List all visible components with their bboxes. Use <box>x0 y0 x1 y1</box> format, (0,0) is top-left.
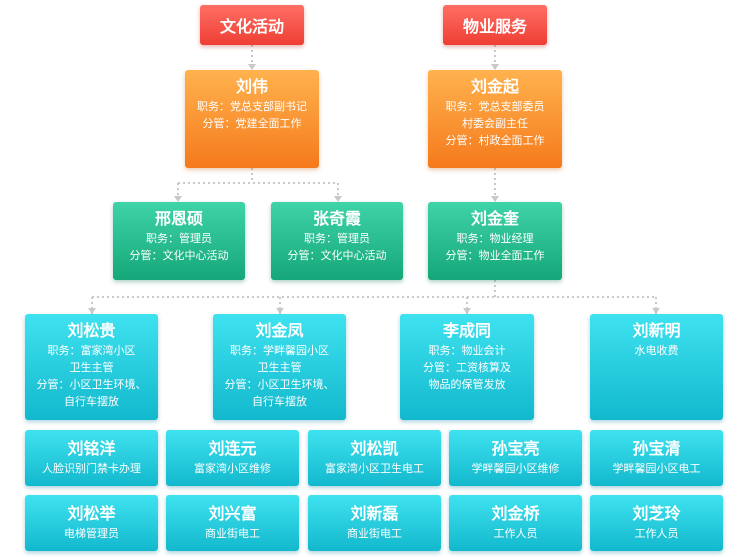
org-node-liu-jinqiao: 刘金桥 工作人员 <box>449 495 582 551</box>
org-node-liu-lianyuan: 刘连元 富家湾小区维修 <box>166 430 299 486</box>
person-name: 张奇霞 <box>312 209 361 228</box>
org-node-sun-baoliang: 孙宝亮 学畔馨园小区维修 <box>449 430 582 486</box>
detail-line: 分管：小区卫生环境、 <box>224 378 335 391</box>
org-node-liu-songgui: 刘松贵 职务：富家湾小区 卫生主管 分管：小区卫生环境、 自行车摆放 <box>25 314 158 420</box>
org-node-xing-enshuo: 邢恩硕 职务：管理员 分管：文化中心活动 <box>113 202 245 280</box>
detail-line: 自行车摆放 <box>64 395 119 408</box>
org-node-zhang-qixia: 张奇霞 职务：管理员 分管：文化中心活动 <box>271 202 403 280</box>
detail-line: 卫生主管 <box>69 361 114 374</box>
detail-line: 职务：富家湾小区 <box>47 344 136 357</box>
role-line: 工作人员 <box>493 527 538 540</box>
detail-line: 职务：学畔馨园小区 <box>230 344 329 357</box>
org-node-liu-zhiling: 刘芝玲 工作人员 <box>590 495 723 551</box>
detail-line: 职务：管理员 <box>146 232 212 245</box>
role-line: 电梯管理员 <box>64 527 119 540</box>
person-name: 刘松贵 <box>67 321 116 340</box>
person-name: 刘伟 <box>235 77 268 96</box>
person-name: 刘新磊 <box>350 504 399 523</box>
detail-line: 职务：物业会计 <box>428 344 506 357</box>
person-name: 孙宝清 <box>632 439 681 458</box>
detail-line: 分管：文化中心活动 <box>129 249 229 262</box>
role-line: 商业街电工 <box>347 527 402 540</box>
person-name: 刘松举 <box>67 504 116 523</box>
header-culture-activities: 文化活动 <box>200 5 304 45</box>
role-line: 商业街电工 <box>205 527 260 540</box>
person-name: 刘金凤 <box>255 321 304 340</box>
org-node-li-chengtong: 李成同 职务：物业会计 分管：工资核算及 物品的保管发放 <box>400 314 534 420</box>
detail-line: 分管：村政全面工作 <box>445 134 545 147</box>
header-property-services: 物业服务 <box>443 5 547 45</box>
detail-line: 职务：物业经理 <box>456 232 534 245</box>
person-name: 邢恩硕 <box>154 209 203 228</box>
detail-line: 物品的保管发放 <box>428 378 506 391</box>
detail-line: 自行车摆放 <box>252 395 307 408</box>
detail-line: 分管：文化中心活动 <box>287 249 387 262</box>
org-node-liu-songju: 刘松举 电梯管理员 <box>25 495 158 551</box>
person-name: 刘金起 <box>470 77 519 96</box>
role-line: 人脸识别门禁卡办理 <box>42 462 141 475</box>
org-node-liu-mingyang: 刘铭洋 人脸识别门禁卡办理 <box>25 430 158 486</box>
detail-line: 分管：小区卫生环境、 <box>36 378 147 391</box>
person-name: 刘兴富 <box>208 504 257 523</box>
org-node-liu-songkai: 刘松凯 富家湾小区卫生电工 <box>308 430 441 486</box>
person-name: 刘新明 <box>632 321 681 340</box>
detail-line: 职务：管理员 <box>304 232 370 245</box>
org-node-liu-xinlei: 刘新磊 商业街电工 <box>308 495 441 551</box>
org-node-sun-baoqing: 孙宝清 学畔馨园小区电工 <box>590 430 723 486</box>
header-label: 文化活动 <box>219 17 284 36</box>
org-node-liu-xingfu: 刘兴富 商业街电工 <box>166 495 299 551</box>
person-name: 刘铭洋 <box>67 439 116 458</box>
role-line: 富家湾小区维修 <box>194 462 271 475</box>
org-node-liu-wei: 刘伟 职务：党总支部副书记 分管：党建全面工作 <box>185 70 319 168</box>
person-name: 刘金奎 <box>470 209 519 228</box>
person-name: 李成同 <box>442 321 491 340</box>
person-name: 刘金桥 <box>491 504 540 523</box>
detail-line: 水电收费 <box>634 344 679 357</box>
org-node-liu-xinming: 刘新明 水电收费 <box>590 314 723 420</box>
role-line: 学畔馨园小区维修 <box>471 462 560 475</box>
person-name: 刘芝玲 <box>632 504 681 523</box>
detail-line: 分管：物业全面工作 <box>445 249 545 262</box>
header-label: 物业服务 <box>462 17 527 36</box>
person-name: 孙宝亮 <box>491 439 540 458</box>
org-node-liu-jinqi: 刘金起 职务：党总支部委员 村委会副主任 分管：村政全面工作 <box>428 70 562 168</box>
detail-line: 卫生主管 <box>257 361 302 374</box>
person-name: 刘连元 <box>208 439 257 458</box>
detail-line: 村委会副主任 <box>462 117 528 130</box>
detail-line: 职务：党总支部副书记 <box>197 100 307 113</box>
detail-line: 分管：工资核算及 <box>423 361 511 374</box>
role-line: 学畔馨园小区电工 <box>612 462 701 475</box>
org-node-liu-jinfeng: 刘金凤 职务：学畔馨园小区 卫生主管 分管：小区卫生环境、 自行车摆放 <box>213 314 346 420</box>
detail-line: 分管：党建全面工作 <box>202 117 302 130</box>
detail-line: 职务：党总支部委员 <box>445 100 545 113</box>
role-line: 工作人员 <box>634 527 679 540</box>
role-line: 富家湾小区卫生电工 <box>325 462 424 475</box>
org-node-liu-jinkui: 刘金奎 职务：物业经理 分管：物业全面工作 <box>428 202 562 280</box>
person-name: 刘松凯 <box>350 439 399 458</box>
